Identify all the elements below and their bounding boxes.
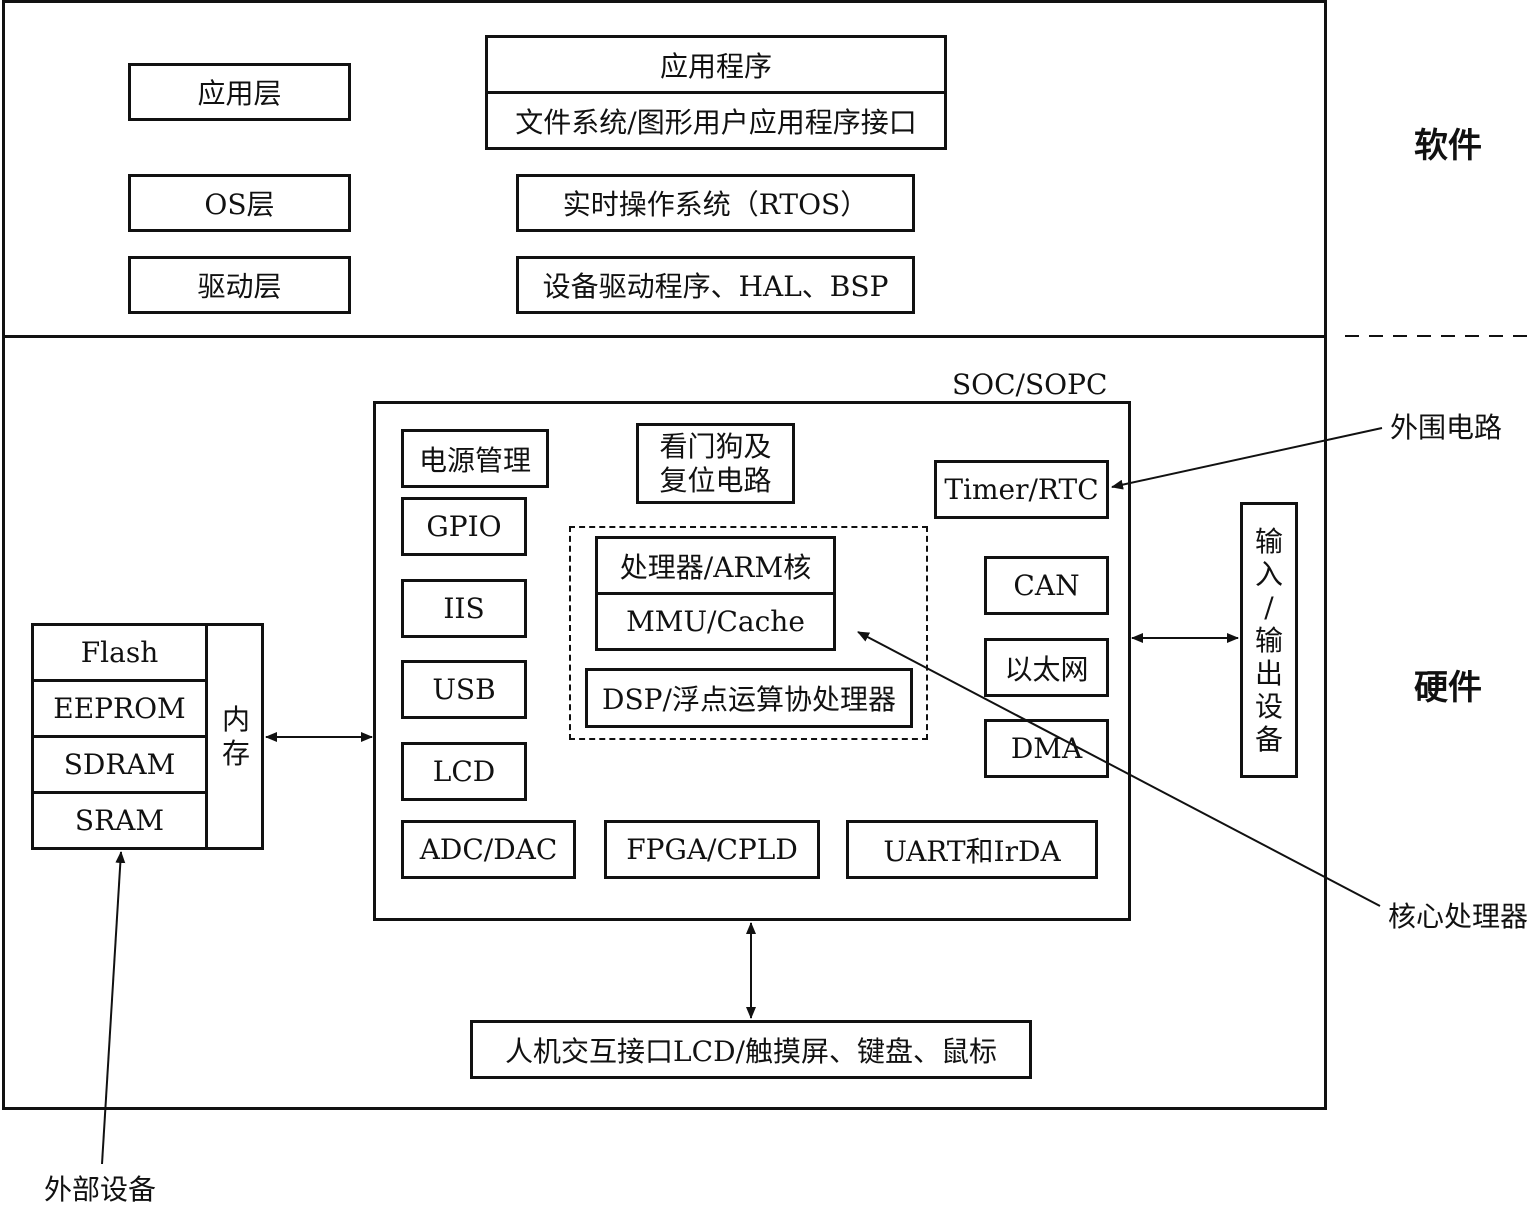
mmu-cache: MMU/Cache bbox=[626, 605, 805, 638]
peripheral-circuit-label: 外围电路 bbox=[1390, 411, 1503, 444]
soc-frame bbox=[373, 401, 1131, 921]
soc-label: SOC/SOPC bbox=[952, 368, 1108, 401]
gpio-module: GPIO bbox=[401, 497, 527, 556]
external-device-label: 外部设备 bbox=[44, 1173, 157, 1206]
memory-label: 内 存 bbox=[211, 626, 261, 847]
io-char-2: 入 bbox=[1254, 557, 1283, 591]
lcd-module: LCD bbox=[401, 742, 527, 801]
processor-arm-core: 处理器/ARM核 bbox=[598, 539, 833, 595]
io-char-7: 备 bbox=[1254, 722, 1283, 756]
dsp-coprocessor: DSP/浮点运算协处理器 bbox=[585, 668, 913, 728]
watchdog-line2: 复位电路 bbox=[659, 463, 772, 497]
timer-rtc: Timer/RTC bbox=[934, 460, 1109, 519]
memory-eeprom: EEPROM bbox=[34, 682, 205, 738]
memory-label-2: 存 bbox=[221, 736, 250, 770]
memory-label-1: 内 bbox=[221, 702, 250, 736]
watchdog-reset-circuit: 看门狗及 复位电路 bbox=[636, 423, 795, 504]
external-callout-arrow bbox=[101, 851, 126, 1165]
io-char-4: 输 bbox=[1254, 623, 1283, 657]
core-processor-label: 核心处理器 bbox=[1388, 900, 1529, 933]
core-callout-arrow bbox=[857, 631, 1381, 907]
filesystem-gui-api: 文件系统/图形用户应用程序接口 bbox=[515, 105, 917, 139]
dma-module: DMA bbox=[984, 719, 1109, 778]
io-char-5: 出 bbox=[1254, 656, 1283, 690]
memory-list: Flash EEPROM SDRAM SRAM bbox=[34, 626, 208, 847]
can-module: CAN bbox=[984, 556, 1109, 615]
memory-flash: Flash bbox=[34, 626, 205, 682]
watchdog-line1: 看门狗及 bbox=[659, 429, 772, 463]
uart-irda: UART和IrDA bbox=[846, 820, 1098, 879]
io-device: 输 入 / 输 出 设 备 bbox=[1240, 502, 1298, 778]
usb-module: USB bbox=[401, 660, 527, 719]
adc-dac: ADC/DAC bbox=[401, 820, 576, 879]
iis-module: IIS bbox=[401, 579, 527, 638]
application-program: 应用程序 bbox=[488, 38, 944, 94]
software-label: 软件 bbox=[1414, 126, 1482, 166]
memory-sdram: SDRAM bbox=[34, 738, 205, 794]
core-processor-area bbox=[569, 526, 928, 740]
io-char-1: 输 bbox=[1254, 524, 1283, 558]
hardware-label: 硬件 bbox=[1414, 668, 1482, 708]
memory-block: Flash EEPROM SDRAM SRAM 内 存 bbox=[31, 623, 264, 850]
io-char-6: 设 bbox=[1254, 689, 1283, 723]
layer-os: OS层 bbox=[128, 174, 351, 232]
memory-sram: SRAM bbox=[74, 804, 165, 837]
processor-stack: 处理器/ARM核 MMU/Cache bbox=[595, 536, 836, 651]
layer-driver: 驱动层 bbox=[128, 256, 351, 314]
hardware-section bbox=[2, 335, 1327, 1110]
peripheral-callout-arrow bbox=[1111, 427, 1383, 490]
rtos-box: 实时操作系统（RTOS） bbox=[516, 174, 915, 232]
io-char-3: / bbox=[1264, 590, 1274, 624]
power-management: 电源管理 bbox=[401, 429, 549, 488]
fpga-cpld: FPGA/CPLD bbox=[604, 820, 820, 879]
hmi-interface: 人机交互接口LCD/触摸屏、键盘、鼠标 bbox=[470, 1020, 1032, 1079]
layer-application: 应用层 bbox=[128, 63, 351, 121]
application-stack: 应用程序 文件系统/图形用户应用程序接口 bbox=[485, 35, 947, 150]
ethernet-module: 以太网 bbox=[984, 638, 1109, 697]
driver-hal-bsp-box: 设备驱动程序、HAL、BSP bbox=[516, 256, 915, 314]
